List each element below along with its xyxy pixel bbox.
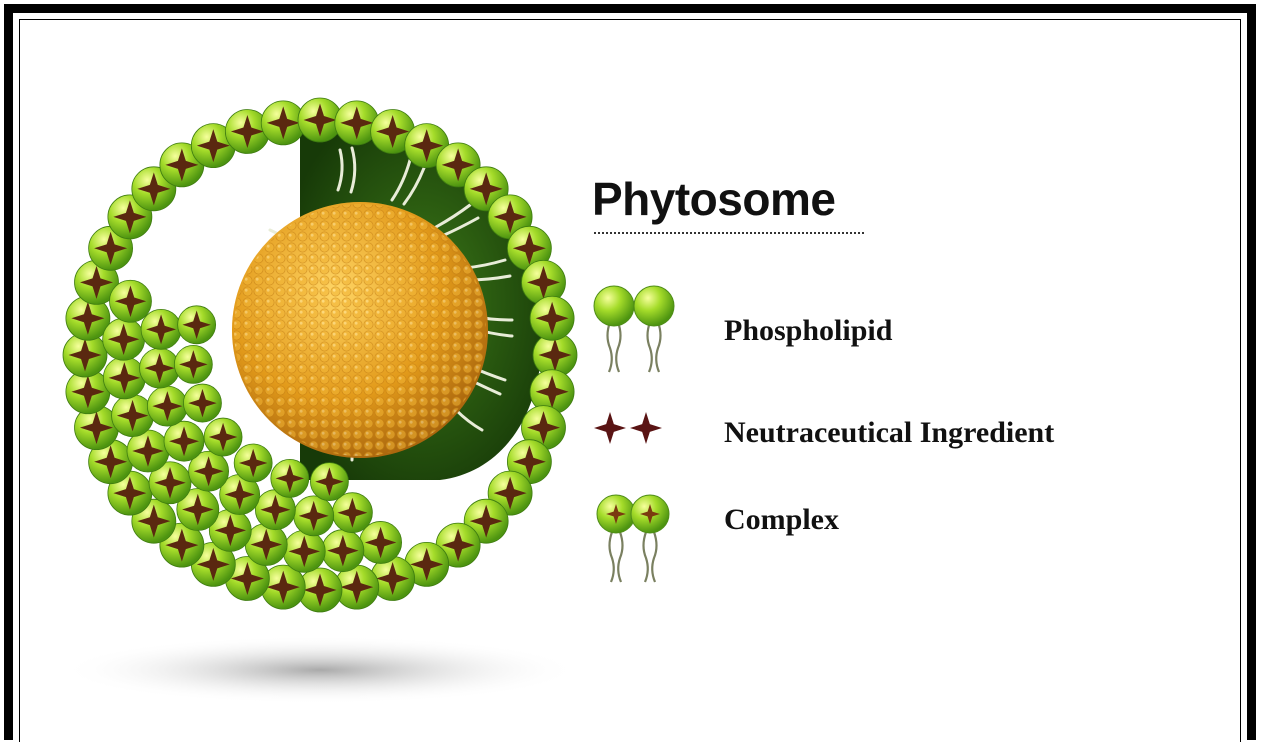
- shell-ball: [178, 306, 216, 344]
- legend-label-phospholipid: Phospholipid: [724, 314, 892, 348]
- shell-ball: [103, 357, 145, 399]
- shell-ball: [183, 384, 221, 422]
- shell-ball: [530, 296, 574, 340]
- shell-ball: [147, 386, 187, 426]
- shell-ball: [234, 444, 272, 482]
- shell-ball: [174, 345, 212, 383]
- shell-ball: [310, 463, 348, 501]
- phospholipid-icon: [590, 282, 680, 374]
- shell-ball: [271, 459, 309, 497]
- shell-ball: [109, 280, 151, 322]
- shell-ball: [322, 530, 364, 572]
- core-sphere: [232, 202, 488, 458]
- ingredient-star-icon: [592, 408, 672, 448]
- shell-ball: [140, 348, 180, 388]
- shell-ball: [164, 421, 204, 461]
- shell-ball: [283, 530, 325, 572]
- legend-label-ingredient: Neutraceutical Ingredient: [724, 416, 1054, 450]
- shell-ball: [103, 318, 145, 360]
- shell-ball: [294, 496, 334, 536]
- shell-ball: [141, 309, 181, 349]
- shell-ball: [112, 395, 154, 437]
- complex-icon: [594, 492, 684, 584]
- shell-ball: [204, 418, 242, 456]
- sphere-shadow: [60, 636, 580, 704]
- title-underline: [594, 232, 864, 234]
- diagram-title: Phytosome: [592, 172, 835, 226]
- legend-label-complex: Complex: [724, 503, 839, 537]
